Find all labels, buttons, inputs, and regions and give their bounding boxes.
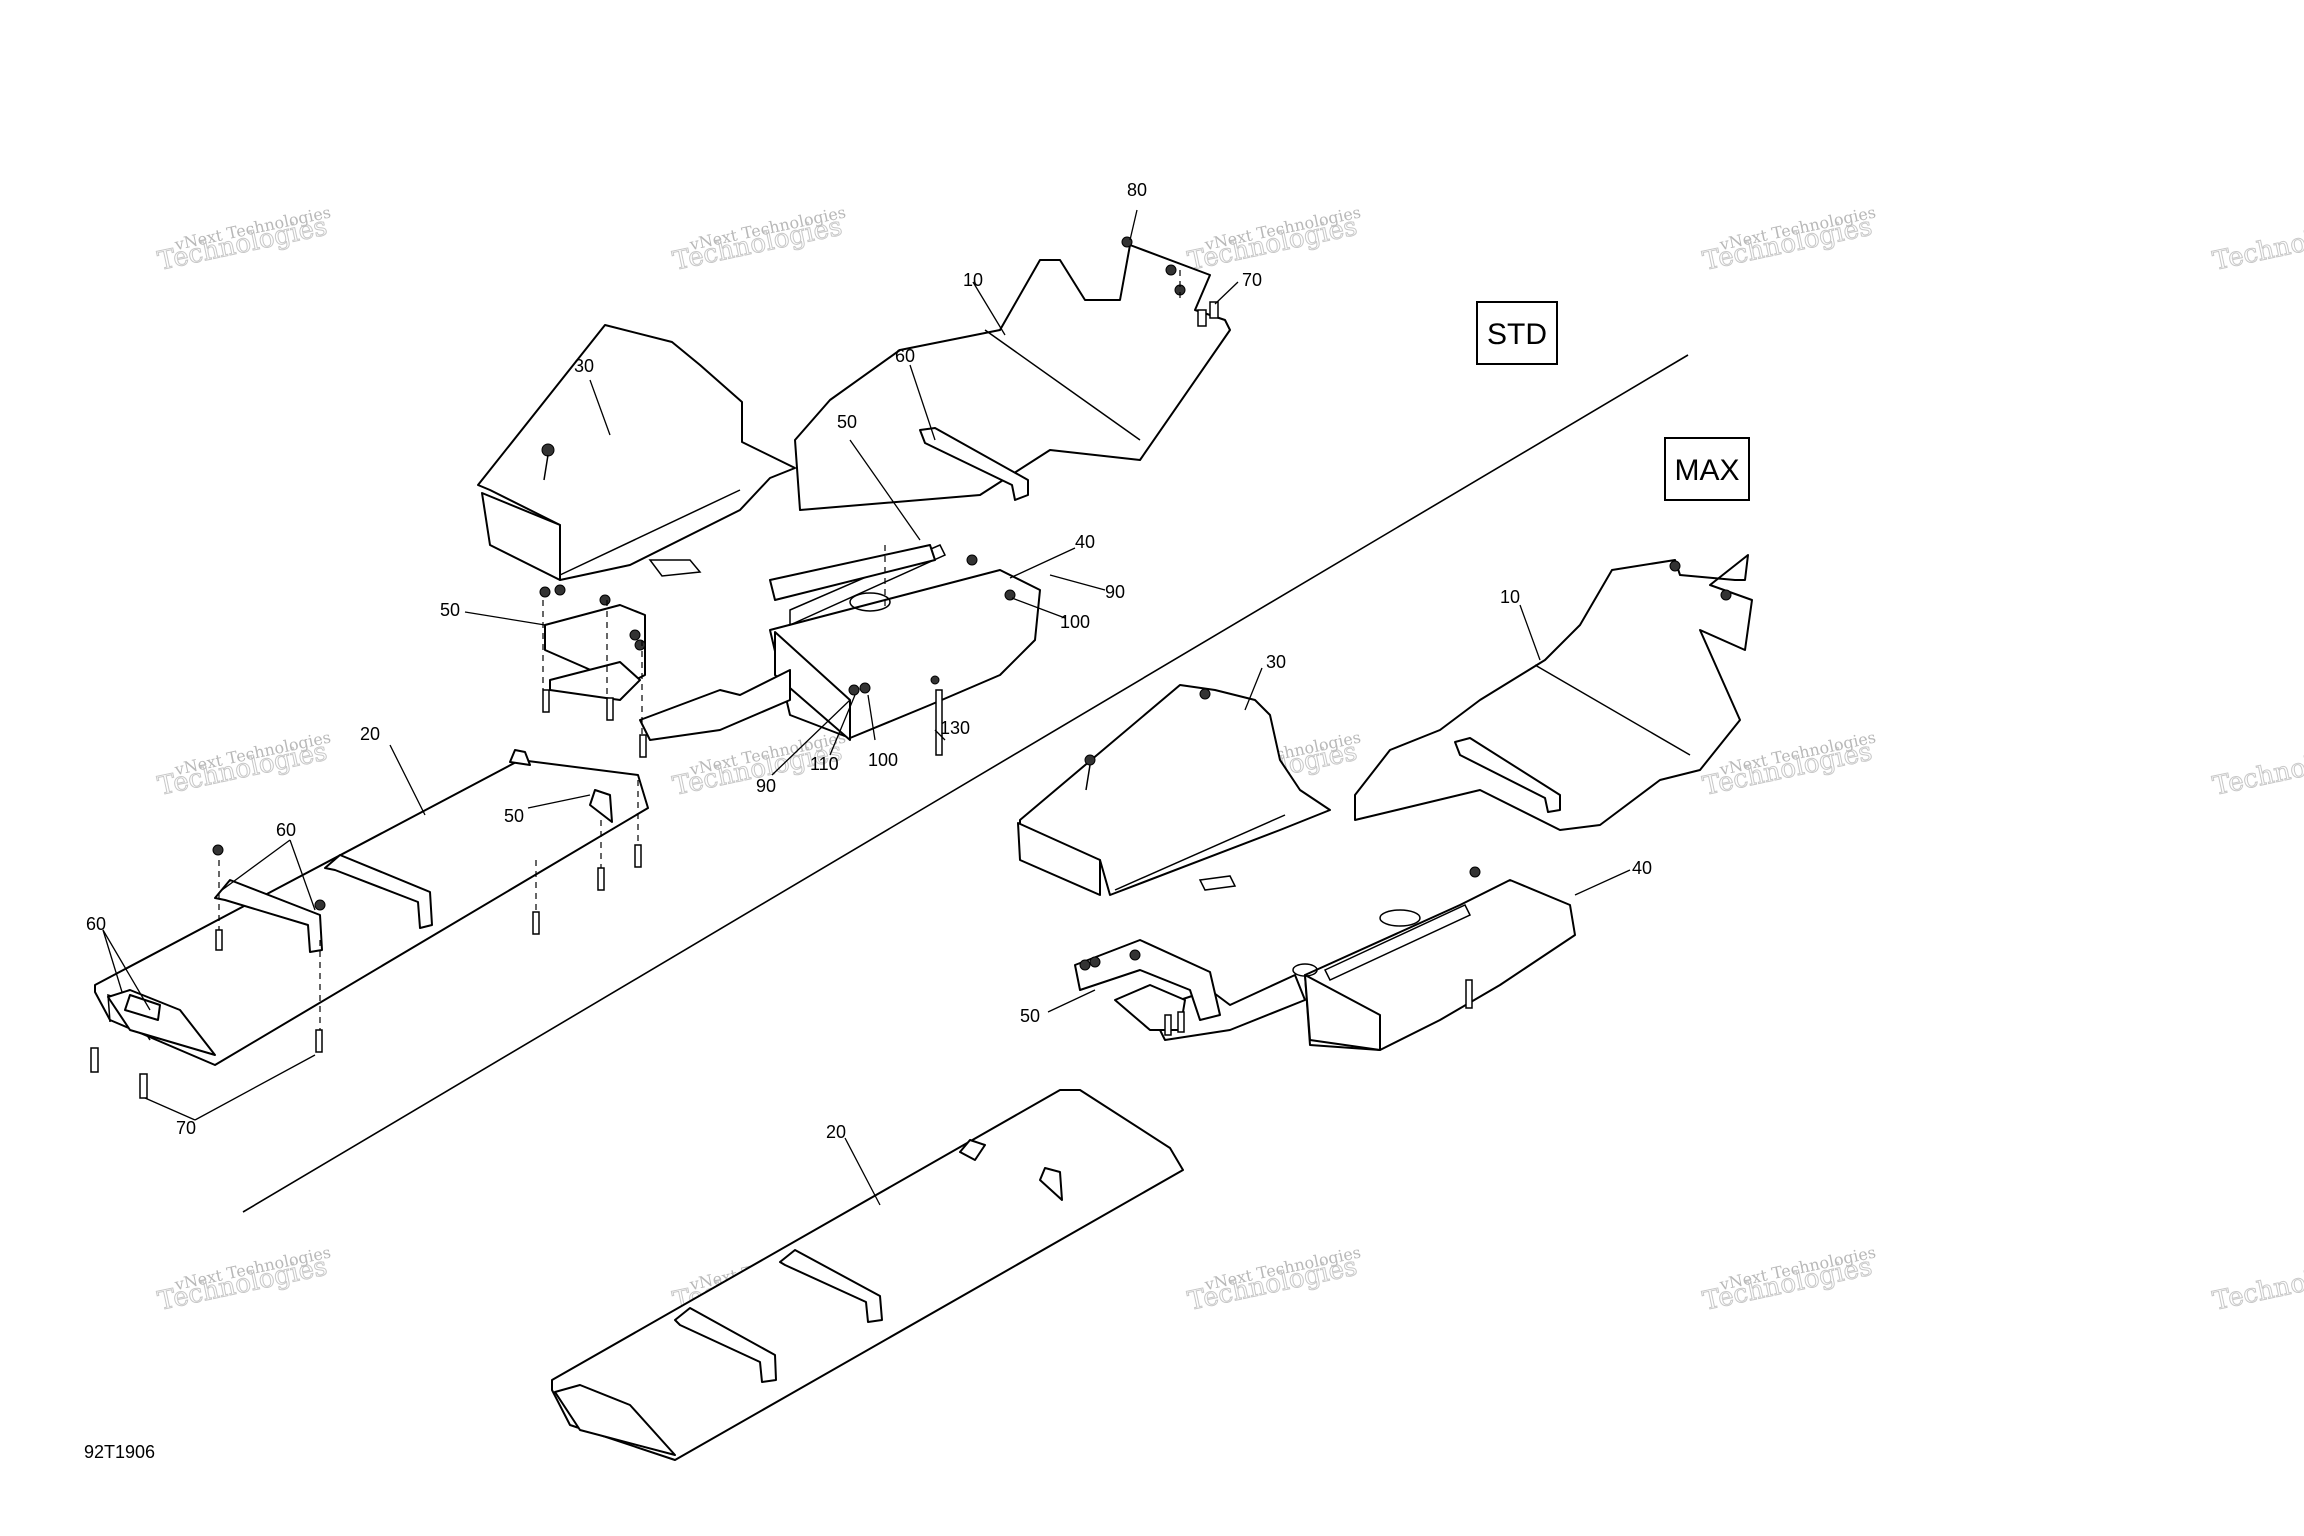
fastener-group bbox=[1079, 560, 1732, 1036]
fastener-group bbox=[90, 236, 1219, 1099]
watermark: Technologies vNext Technologies bbox=[670, 202, 848, 277]
callout-100: 100 bbox=[1060, 612, 1090, 632]
max-assembly: 10 30 40 50 20 bbox=[551, 554, 1753, 1461]
callout-60: 60 bbox=[276, 820, 296, 840]
callout-50: 50 bbox=[1020, 1006, 1040, 1026]
leader-lines bbox=[102, 209, 1239, 1121]
tray-30 bbox=[1019, 684, 1331, 896]
callout-40: 40 bbox=[1632, 858, 1652, 878]
watermark: Technologies bbox=[2210, 1251, 2304, 1317]
std-label-box: STD bbox=[1476, 301, 1558, 365]
bracket-50 bbox=[769, 544, 936, 601]
callout-30: 30 bbox=[574, 356, 594, 376]
watermark: Technologies bbox=[2210, 211, 2304, 277]
callout-40: 40 bbox=[1075, 532, 1095, 552]
callout-100: 100 bbox=[868, 750, 898, 770]
panel-40 bbox=[1304, 879, 1576, 1051]
skid-plate-10 bbox=[794, 244, 1231, 511]
callout-70: 70 bbox=[176, 1118, 196, 1138]
std-callouts: 80 70 10 60 30 50 40 90 100 50 130 110 1… bbox=[86, 180, 1262, 1138]
max-label: MAX bbox=[1674, 454, 1739, 487]
callout-50: 50 bbox=[504, 806, 524, 826]
assembly-lines bbox=[218, 270, 1181, 1030]
bracket-60 bbox=[324, 854, 433, 929]
callout-30: 30 bbox=[1266, 652, 1286, 672]
callout-50: 50 bbox=[440, 600, 460, 620]
max-callouts: 10 30 40 50 20 bbox=[826, 587, 1652, 1142]
watermark-line: Technologies bbox=[2210, 737, 2304, 802]
tray-30 bbox=[477, 324, 796, 581]
leader-lines bbox=[844, 604, 1631, 1206]
callout-110: 110 bbox=[810, 754, 839, 774]
bracket-50 bbox=[589, 789, 613, 823]
callout-60: 60 bbox=[86, 914, 106, 934]
bracket-60 bbox=[214, 879, 323, 953]
watermark-line: Technologies bbox=[2210, 212, 2304, 277]
callout-90: 90 bbox=[1105, 582, 1125, 602]
callout-20: 20 bbox=[360, 724, 380, 744]
watermark: Technologies vNext Technologies bbox=[155, 727, 333, 802]
bracket-60 bbox=[674, 1307, 777, 1383]
std-label: STD bbox=[1487, 318, 1547, 351]
skid-plate-20 bbox=[551, 1089, 1184, 1461]
watermark: Technologies vNext Technologies bbox=[155, 1242, 333, 1317]
figure-id: 92T1906 bbox=[84, 1442, 155, 1462]
bracket-50 bbox=[1074, 939, 1221, 1021]
callout-10: 10 bbox=[963, 270, 983, 290]
callout-130: 130 bbox=[940, 718, 970, 738]
callout-50: 50 bbox=[837, 412, 857, 432]
bracket-60 bbox=[779, 1249, 883, 1323]
watermark-line: Technologies bbox=[2210, 1252, 2304, 1317]
callout-80: 80 bbox=[1127, 180, 1147, 200]
bracket-60 bbox=[124, 994, 161, 1021]
watermark: Technologies vNext Technologies bbox=[1185, 1242, 1363, 1317]
variant-divider-line bbox=[242, 354, 1689, 1213]
callout-90: 90 bbox=[756, 776, 776, 796]
bracket-60 bbox=[1454, 737, 1561, 813]
skid-plate-10 bbox=[1354, 554, 1753, 831]
callout-10: 10 bbox=[1500, 587, 1520, 607]
watermark: Technologies vNext Technologies bbox=[155, 202, 333, 277]
watermark: Technologies bbox=[2210, 736, 2304, 802]
watermark: Technologies vNext Technologies bbox=[1185, 202, 1363, 277]
callout-70: 70 bbox=[1242, 270, 1262, 290]
bracket-60 bbox=[919, 427, 1029, 501]
watermark: Technologies vNext Technologies bbox=[1700, 202, 1878, 277]
std-assembly: 80 70 10 60 30 50 40 90 100 50 130 110 1… bbox=[86, 180, 1262, 1138]
callout-60: 60 bbox=[895, 346, 915, 366]
watermark: Technologies vNext Technologies bbox=[1700, 1242, 1878, 1317]
callout-20: 20 bbox=[826, 1122, 846, 1142]
max-label-box: MAX bbox=[1664, 437, 1750, 501]
panel-40 bbox=[769, 569, 1041, 739]
